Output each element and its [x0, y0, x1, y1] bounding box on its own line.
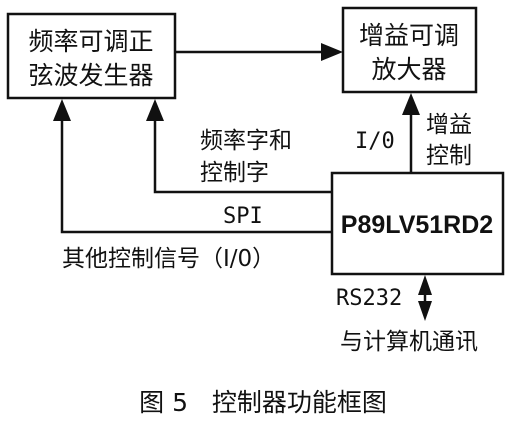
pc-comm-label: 与计算机通讯: [340, 329, 478, 355]
amplifier-label-line1: 增益可调: [359, 21, 459, 50]
rs232-label: RS232: [336, 286, 402, 311]
io-label: I/0: [355, 129, 395, 154]
osc-to-amp-arrowhead: [321, 43, 343, 61]
freq-control-label-line1: 频率字和: [200, 128, 292, 154]
rs232-arrowhead-up: [418, 275, 432, 295]
oscillator-box: [6, 12, 177, 100]
freq-control-arrowhead: [146, 99, 164, 121]
oscillator-label-line2: 弦波发生器: [28, 61, 153, 90]
oscillator-label-line1: 频率可调正: [28, 27, 153, 56]
mcu-box: [330, 171, 505, 276]
freq-control-label-line2: 控制字: [200, 160, 269, 186]
gain-control-label-line1: 增益: [426, 112, 472, 138]
mcu-to-amp-arrowhead: [402, 93, 420, 115]
amplifier-box: [341, 6, 478, 94]
gain-control-label-line2: 控制: [426, 143, 472, 169]
mcu-label: P89LV51RD2: [341, 211, 493, 239]
figure-caption: 图 5 控制器功能框图: [139, 388, 387, 417]
spi-line: [60, 118, 332, 234]
spi-label: SPI: [223, 204, 263, 229]
spi-arrowhead: [53, 99, 71, 121]
amplifier-label-line2: 放大器: [371, 55, 446, 84]
freq-control-line: [153, 118, 332, 194]
rs232-arrowhead-down: [418, 301, 432, 321]
other-control-label: 其他控制信号（I/0）: [62, 246, 275, 272]
